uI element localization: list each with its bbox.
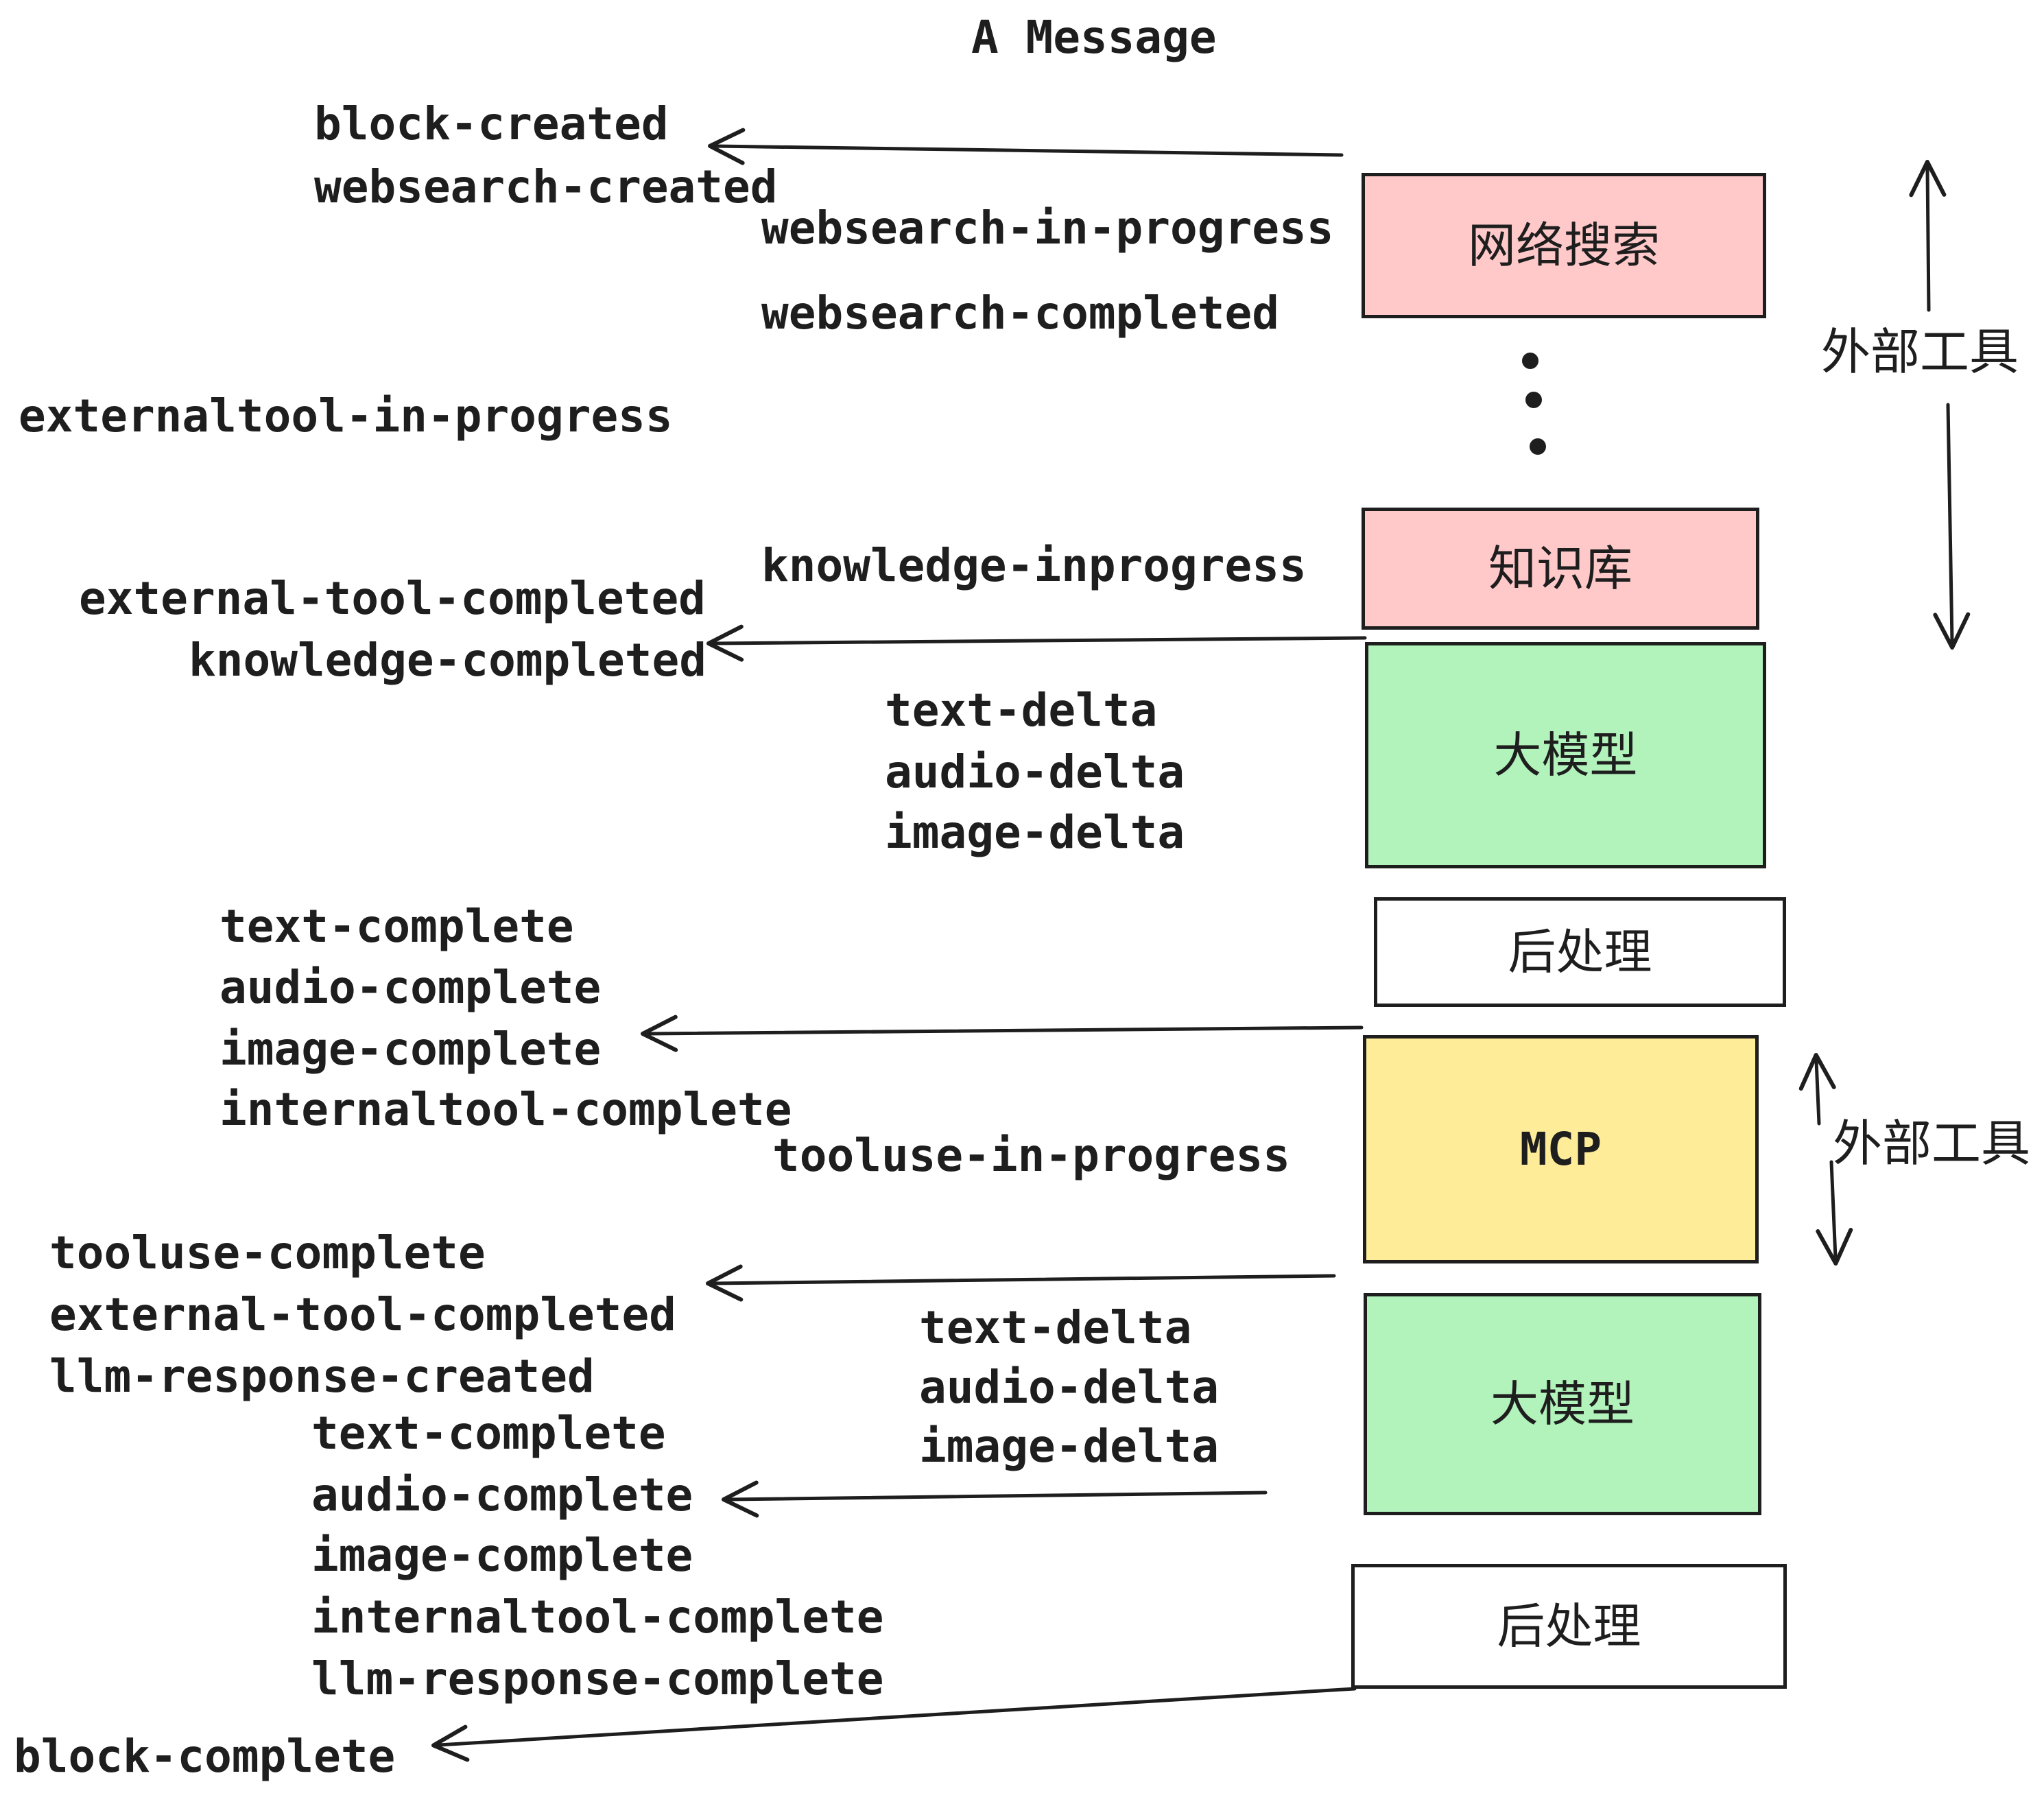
box-post-process-2: 后处理 (1351, 1564, 1787, 1689)
box-post-process-2-label: 后处理 (1497, 1600, 1641, 1653)
arrow-post1-to-image-complete (641, 1014, 1364, 1052)
event-audio-complete-2: audio-complete (311, 1469, 693, 1521)
diagram-title: A Message (971, 11, 1217, 64)
event-externaltool-in-progress: externaltool-in-progress (19, 390, 673, 442)
event-image-complete-2: image-complete (311, 1529, 693, 1582)
event-text-delta-2: text-delta (919, 1301, 1192, 1354)
ellipsis-dots-icon (1522, 353, 1546, 455)
box-llm-2: 大模型 (1364, 1293, 1761, 1515)
event-text-delta-1: text-delta (885, 684, 1158, 737)
event-block-complete: block-complete (14, 1730, 396, 1783)
event-image-delta-2: image-delta (919, 1420, 1220, 1473)
event-llm-response-created: llm-response-created (49, 1350, 595, 1403)
event-internaltool-complete-2: internaltool-complete (311, 1591, 884, 1643)
event-block-created: block-created (314, 97, 669, 150)
arrow-external-tools-1-up (1909, 160, 1947, 312)
arrow-external-tools-2-up (1798, 1053, 1836, 1126)
arrow-mcp-to-tooluse-complete (706, 1264, 1336, 1302)
arrow-websearch-to-block-created (708, 128, 1344, 165)
box-post-process-1-label: 后处理 (1508, 925, 1652, 979)
event-knowledge-inprogress: knowledge-inprogress (761, 539, 1307, 592)
box-post-process-1: 后处理 (1374, 897, 1786, 1007)
event-tooluse-complete: tooluse-complete (49, 1226, 486, 1279)
box-websearch: 网络搜索 (1362, 173, 1766, 318)
box-mcp-label: MCP (1519, 1122, 1602, 1176)
annotation-external-tools-2: 外部工具 (1833, 1117, 2031, 1172)
arrow-external-tools-1-down (1933, 403, 1971, 650)
event-audio-delta-2: audio-delta (919, 1361, 1220, 1414)
event-websearch-completed: websearch-completed (761, 287, 1279, 340)
box-llm-2-label: 大模型 (1490, 1377, 1635, 1431)
arrow-external-tools-2-down (1816, 1160, 1853, 1266)
event-image-complete-1: image-complete (219, 1023, 602, 1076)
event-tooluse-in-progress: tooluse-in-progress (772, 1129, 1290, 1182)
event-text-complete-2: text-complete (311, 1407, 666, 1460)
event-image-delta-1: image-delta (885, 806, 1185, 859)
event-llm-response-complete: llm-response-complete (311, 1652, 884, 1705)
box-llm-1-label: 大模型 (1493, 728, 1638, 782)
box-mcp: MCP (1363, 1035, 1759, 1263)
arrow-llm2-to-audio-complete (722, 1480, 1268, 1518)
event-external-tool-completed-1: external-tool-completed (79, 572, 706, 625)
event-websearch-in-progress: websearch-in-progress (761, 202, 1334, 254)
box-knowledge: 知识库 (1362, 508, 1759, 630)
box-llm-1: 大模型 (1365, 642, 1766, 868)
box-websearch-label: 网络搜索 (1468, 219, 1660, 272)
event-internaltool-complete-1: internaltool-complete (219, 1083, 792, 1136)
event-audio-complete-1: audio-complete (219, 961, 602, 1014)
annotation-external-tools-1: 外部工具 (1821, 325, 2019, 380)
arrow-llm1-to-knowledge-completed (706, 624, 1367, 662)
box-knowledge-label: 知识库 (1488, 542, 1632, 595)
event-external-tool-completed-2: external-tool-completed (49, 1288, 676, 1341)
event-websearch-created: websearch-created (314, 161, 778, 213)
event-audio-delta-1: audio-delta (885, 746, 1185, 798)
event-text-complete-1: text-complete (219, 900, 574, 953)
event-knowledge-completed: knowledge-completed (189, 634, 706, 687)
